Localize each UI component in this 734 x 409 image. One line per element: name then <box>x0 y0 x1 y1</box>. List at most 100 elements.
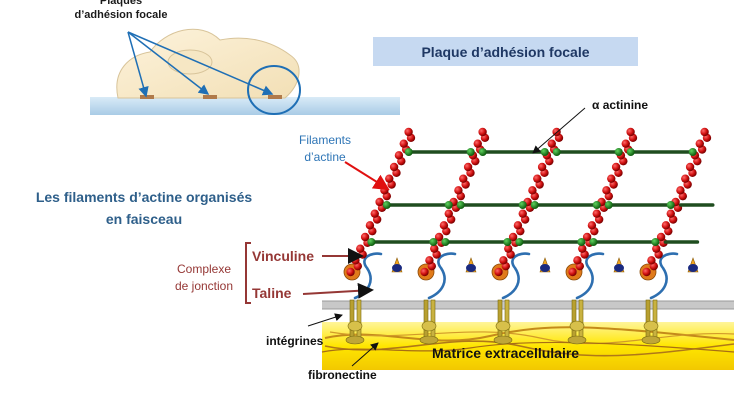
integrin-stalk <box>423 299 429 341</box>
actin-bead <box>611 162 621 172</box>
actin-bead <box>568 267 577 277</box>
integrin-stalk <box>430 299 436 341</box>
actin-bead <box>399 139 408 148</box>
actin-bead <box>537 162 547 172</box>
integrines-label: intégrines <box>266 334 324 348</box>
alpha-actinin-end <box>577 238 586 246</box>
integrin-stalk <box>504 299 510 341</box>
adaptor-protein <box>466 264 476 272</box>
integrin-foot <box>641 335 661 345</box>
alpha-actinin-end <box>466 148 475 156</box>
actin-bead <box>389 162 399 172</box>
alpha-actinin-end <box>666 201 675 209</box>
alpha-actinin-end <box>503 238 512 246</box>
filaments-arrow <box>344 161 390 191</box>
actin-bead <box>463 162 473 172</box>
taline-arrow <box>302 282 374 299</box>
actin-bead <box>607 174 616 183</box>
actin-bead <box>370 209 379 218</box>
integrin-foot <box>493 335 513 345</box>
talin-strand <box>501 252 531 300</box>
highlight-circle <box>247 65 301 115</box>
alpha-actinin-end <box>456 201 465 209</box>
alpha-actinin-end <box>518 201 527 209</box>
actin-bead <box>642 267 651 277</box>
actin-bead <box>444 209 453 218</box>
plaques-label: Plaques d’adhésion focale <box>56 0 186 22</box>
talin-strand <box>427 252 457 300</box>
actin-bead <box>508 232 518 242</box>
actin-bead <box>439 221 449 230</box>
actin-bead <box>587 221 597 230</box>
actin-bead <box>700 127 709 137</box>
plaques-line2: d’adhésion focale <box>74 9 168 21</box>
integrin-head <box>643 320 659 332</box>
actin-bead <box>478 127 487 137</box>
filaments-label: Filaments d’actine <box>290 132 360 166</box>
matrice-label: Matrice extracellulaire <box>432 345 580 361</box>
actin-bead <box>518 209 527 218</box>
actin-bead <box>365 221 375 230</box>
alpha-actinin-end <box>367 238 376 246</box>
filaments-line2: d’actine <box>304 150 346 164</box>
plaques-line1: Plaques <box>99 0 143 7</box>
alpha-actinin-end <box>540 148 549 156</box>
adhesion-plaque <box>268 95 282 99</box>
actin-bead <box>661 221 671 230</box>
adaptor-protein <box>540 264 550 272</box>
fibronectin-fiber <box>324 340 734 357</box>
integrin-head <box>421 320 437 332</box>
adhesion-units <box>343 252 699 345</box>
actin-bead <box>582 232 592 242</box>
actin-bead <box>695 139 704 148</box>
extracellular-matrix <box>321 322 734 370</box>
pointer-line <box>127 31 210 95</box>
actin-bead <box>434 232 444 242</box>
alpha-actinin-end <box>604 201 613 209</box>
actin-bead <box>592 209 601 218</box>
actin-bead <box>676 186 685 195</box>
actin-bead <box>681 174 690 183</box>
alpha-actinin-end <box>688 148 697 156</box>
actin-bead <box>375 197 384 207</box>
actin-bead <box>351 256 360 265</box>
fibronectine-label: fibronectine <box>308 368 377 382</box>
actin-bead <box>420 267 429 277</box>
integrin-foot <box>345 335 365 345</box>
organises-line1: Les filaments d’actine organisés <box>35 189 253 205</box>
talin-strand <box>649 252 679 300</box>
organises-label: Les filaments d’actine organisés en fais… <box>24 186 264 230</box>
alpha-actinin-end <box>429 238 438 246</box>
adhesion-plaque <box>203 95 217 99</box>
adaptor-protein <box>688 264 698 272</box>
alpha-actinin-end <box>552 148 561 156</box>
actin-bead <box>602 186 611 195</box>
alpha-actinin-end <box>478 148 487 156</box>
fibronectine-arrow <box>351 342 379 367</box>
integrin-foot <box>419 335 439 345</box>
complexe-bracket <box>245 242 251 304</box>
actin-bead <box>454 186 463 195</box>
actin-bead <box>499 256 508 265</box>
actin-bead <box>656 232 666 242</box>
actin-bead <box>346 267 355 277</box>
actin-bead <box>425 256 434 265</box>
alpha-actinine-arrow <box>532 107 586 154</box>
integrines-arrow <box>307 313 343 327</box>
cell-membrane <box>322 301 734 309</box>
actin-bead <box>626 127 635 137</box>
actin-bead <box>621 139 630 148</box>
alpha-actinin-end <box>592 201 601 209</box>
fibronectin-fiber <box>329 331 734 345</box>
alpha-actinin-end <box>382 201 391 209</box>
actin-bead <box>473 139 482 148</box>
alpha-actinin-end <box>530 201 539 209</box>
alpha-actinin-end <box>626 148 635 156</box>
alpha-actinin-end <box>614 148 623 156</box>
integrin-stalk <box>652 299 658 341</box>
complexe-label: Complexe de jonction <box>165 261 243 295</box>
actin-bead <box>394 151 404 160</box>
talin-strand <box>575 252 605 300</box>
